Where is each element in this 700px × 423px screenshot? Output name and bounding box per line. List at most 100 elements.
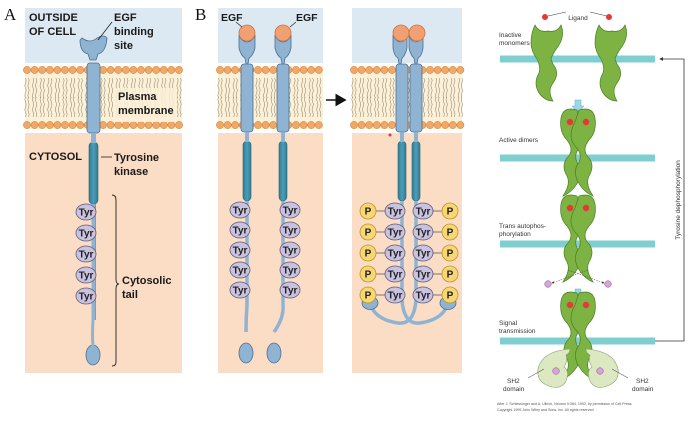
lipid-head <box>433 66 442 74</box>
tyrosine-residue <box>384 223 406 241</box>
tyr-label: Tyr <box>388 291 403 302</box>
lipid-head <box>269 66 278 74</box>
lipid-head <box>448 121 457 129</box>
lipid-head <box>159 121 168 129</box>
receptor-dimer-right <box>570 108 596 197</box>
tyr-label: Tyr <box>79 250 94 261</box>
lipid-head <box>99 66 107 74</box>
membrane-bar <box>500 240 655 248</box>
tail-end-bulb <box>85 344 101 366</box>
cytosol-label: CYTOSOL <box>29 151 82 163</box>
lipid-head <box>129 66 138 74</box>
phosphate-group <box>359 202 377 220</box>
tyrosine-residue <box>412 244 434 262</box>
lipid-head <box>388 66 396 74</box>
phosphate-label: P <box>365 270 372 281</box>
egf-ligand <box>392 24 410 42</box>
egf-label-right: EGF <box>296 12 318 24</box>
lipid-head <box>30 121 39 129</box>
tyrosine-residue <box>384 265 406 283</box>
lipid-bilayer <box>216 66 323 129</box>
phospho-tyrosine <box>604 280 612 288</box>
lipid-head <box>372 66 381 74</box>
tyrosine-residue <box>279 201 301 219</box>
tyr-label: Tyr <box>79 229 94 240</box>
membrane-bar <box>500 55 655 63</box>
stage-2: Active dimers <box>499 108 655 217</box>
receptor-monomer <box>594 24 627 102</box>
lipid-head <box>350 66 358 74</box>
bound-ligand <box>582 301 590 309</box>
lipid-head <box>129 121 138 129</box>
credit-line-1: After J. Schlessinger and A. Ullrich, Ne… <box>497 402 632 406</box>
lipid-head <box>68 121 77 129</box>
lipid-head <box>380 121 389 129</box>
outside-of-cell-label: OUTSIDE OF CELL <box>29 12 81 38</box>
lipid-head <box>365 66 374 74</box>
extracellular-region <box>25 8 182 63</box>
linker <box>91 133 96 143</box>
tyr-label: Tyr <box>283 286 298 297</box>
plasma-membrane-label: Plasma membrane <box>118 91 174 117</box>
credit-line-2: Copyright 1999 John Wiley and Sons, Inc.… <box>497 408 594 412</box>
transmembrane-segment <box>86 62 101 134</box>
tyrosine-residue <box>279 261 301 279</box>
receptor-monomer <box>530 24 563 102</box>
tyrosine-residue <box>229 201 251 219</box>
phosphate-label: P <box>365 249 372 260</box>
lipid-head <box>426 121 434 129</box>
lipid-head <box>357 121 366 129</box>
tyr-label: Tyr <box>416 270 431 281</box>
tyr-label: Tyr <box>388 207 403 218</box>
tyrosine-residue <box>75 203 97 221</box>
lipid-head <box>365 121 374 129</box>
tyr-label: Tyr <box>233 246 248 257</box>
tyrosine-residue <box>384 202 406 220</box>
phosphate-group <box>441 265 459 283</box>
lipid-head <box>231 66 240 74</box>
lipid-head <box>299 66 308 74</box>
phosphate-group <box>441 202 459 220</box>
phosphate-group <box>359 286 377 304</box>
cytosolic-tail-bracket <box>111 194 120 367</box>
lipid-head <box>307 66 316 74</box>
lipid-head <box>106 121 115 129</box>
lipid-head <box>299 121 308 129</box>
phospho-tyrosine <box>544 280 552 288</box>
lipid-head <box>114 121 123 129</box>
lipid-head <box>357 66 366 74</box>
tyrosine-kinase-domain <box>88 141 99 205</box>
receptor-dimer-right <box>570 194 596 283</box>
crossed-tail-right <box>370 201 418 325</box>
egf-ligand <box>274 24 292 42</box>
membrane-bar <box>500 154 655 162</box>
tyrosine-residue <box>412 286 434 304</box>
lipid-head <box>433 121 442 129</box>
ligand-label: Ligand <box>568 15 588 22</box>
tyr-label: Tyr <box>79 271 94 282</box>
lipid-head <box>61 121 69 129</box>
lipid-head <box>292 121 300 129</box>
tyrosine-residue <box>412 265 434 283</box>
lipid-head <box>121 121 130 129</box>
lipid-head <box>167 66 176 74</box>
phospho-tyrosine <box>596 367 604 375</box>
ligand <box>542 14 548 20</box>
lipid-head <box>137 66 145 74</box>
tyrosine-residue <box>412 202 434 220</box>
tyrosine-residue <box>229 261 251 279</box>
lipid-head <box>448 66 457 74</box>
lipid-head <box>254 121 262 129</box>
phosphate-group <box>441 223 459 241</box>
phosphate-label: P <box>447 249 454 260</box>
